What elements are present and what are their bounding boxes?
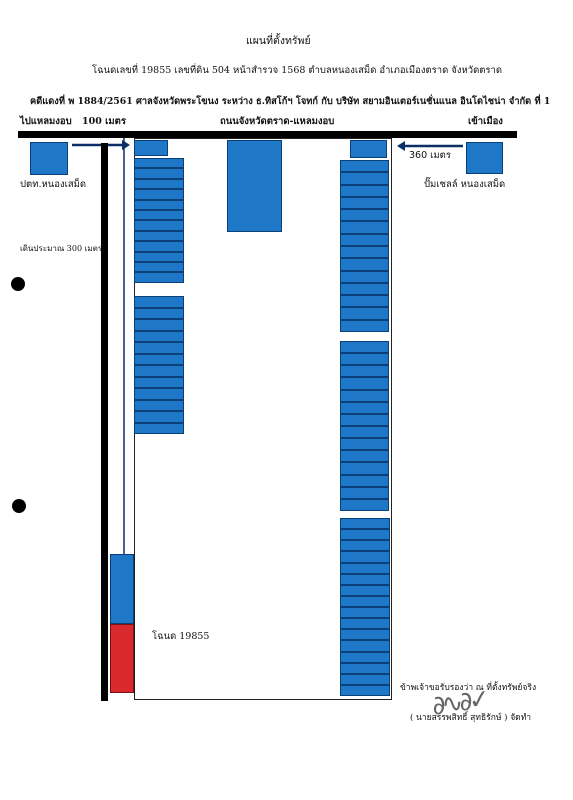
- unit-building: [340, 282, 389, 296]
- deed-plot-label: โฉนด 19855: [152, 631, 210, 642]
- unit-building: [340, 618, 390, 630]
- left-landmark-label: ปตท.หนองเสม็ด: [20, 179, 87, 190]
- right-distance-label: 360 เมตร: [409, 150, 451, 161]
- unit-building: [340, 196, 389, 210]
- unit-building: [340, 258, 389, 271]
- unit-building: [134, 353, 184, 365]
- unit-building: [340, 562, 390, 574]
- unit-building: [134, 342, 184, 354]
- unit-building: [340, 389, 389, 402]
- left-distance-label: 100 เมตร: [82, 116, 126, 127]
- unit-building: [340, 673, 390, 685]
- front-block-right: [350, 140, 387, 158]
- unit-building: [134, 376, 184, 388]
- unit-column-right-lower: [340, 518, 390, 696]
- unit-building: [340, 172, 389, 185]
- unit-building: [340, 595, 390, 607]
- unit-column-right-upper: [340, 160, 389, 332]
- unit-building: [340, 353, 389, 366]
- unit-building: [134, 220, 184, 231]
- unit-building: [340, 540, 390, 552]
- front-block-center: [227, 140, 282, 232]
- unit-building: [134, 241, 184, 252]
- left-direction-label: ไปแหลมงอบ: [20, 116, 72, 127]
- unit-building: [340, 221, 389, 234]
- unit-column-left-upper: [134, 158, 184, 283]
- unit-building: [134, 262, 184, 273]
- subject-plot-upper: [110, 554, 134, 624]
- deed-line: โฉนดเลขที่ 19855 เลขที่ดิน 504 หน้าสำรวจ…: [92, 65, 503, 76]
- unit-building: [340, 662, 390, 674]
- unit-building: [340, 160, 389, 173]
- unit-building: [134, 399, 184, 411]
- unit-building: [340, 607, 390, 619]
- unit-building: [134, 330, 184, 342]
- unit-building: [134, 422, 184, 434]
- unit-building: [340, 401, 389, 414]
- unit-building: [134, 158, 184, 169]
- page-title: แผนที่ตั้งทรัพย์: [246, 35, 311, 47]
- left-landmark-block: [30, 142, 68, 175]
- unit-building: [340, 518, 390, 530]
- right-landmark-label: ปั๊มเชลล์ หนองเสม็ด: [424, 179, 506, 190]
- subject-plot-deed-19855: [110, 624, 134, 693]
- unit-building: [340, 629, 390, 641]
- right-landmark-block: [466, 142, 503, 174]
- unit-building: [134, 411, 184, 423]
- unit-building: [340, 640, 390, 652]
- unit-building: [134, 272, 184, 283]
- unit-building: [134, 199, 184, 211]
- main-road: [18, 131, 517, 138]
- unit-building: [340, 413, 389, 426]
- unit-building: [340, 319, 389, 332]
- unit-building: [340, 245, 389, 259]
- front-block-left: [134, 140, 168, 156]
- unit-building: [134, 296, 184, 308]
- unit-building: [340, 184, 389, 197]
- unit-building: [340, 474, 389, 487]
- unit-building: [340, 529, 390, 541]
- unit-building: [340, 498, 389, 511]
- unit-building: [134, 319, 184, 331]
- unit-building: [340, 270, 389, 283]
- preparer-text: ( นายสรรพสิทธิ์ สุทธิรักษ์ ) จัดทำ: [410, 713, 532, 723]
- unit-building: [340, 462, 389, 475]
- unit-building: [340, 684, 390, 696]
- unit-building: [340, 377, 389, 390]
- unit-building: [134, 168, 184, 179]
- arrow-right-icon: [397, 141, 463, 151]
- unit-building: [340, 307, 389, 320]
- unit-building: [340, 651, 390, 663]
- unit-building: [340, 425, 389, 439]
- unit-building: [340, 341, 389, 354]
- unit-building: [340, 551, 390, 563]
- unit-building: [340, 438, 389, 451]
- road-name-label: ถนนจังหวัดตราด-แหลมงอบ: [220, 116, 335, 127]
- unit-building: [340, 450, 389, 463]
- unit-building: [340, 486, 389, 499]
- punch-hole-bottom: [12, 499, 26, 513]
- unit-building: [134, 251, 184, 263]
- unit-building: [340, 233, 389, 246]
- unit-building: [134, 365, 184, 377]
- unit-building: [134, 230, 184, 242]
- unit-column-right-middle: [340, 341, 389, 511]
- unit-building: [340, 295, 389, 308]
- certification-text: ข้าพเจ้าขอรับรองว่า ณ ที่ตั้งทรัพย์จริง: [400, 683, 537, 693]
- right-direction-label: เข้าเมือง: [468, 116, 503, 127]
- unit-building: [340, 365, 389, 378]
- unit-building: [134, 178, 184, 190]
- unit-building: [340, 584, 390, 596]
- unit-building: [134, 189, 184, 200]
- access-road: [101, 143, 108, 701]
- unit-building: [134, 388, 184, 400]
- walk-distance-note: เดินประมาณ 300 เมตร: [20, 244, 103, 253]
- unit-building: [134, 307, 184, 319]
- unit-building: [340, 573, 390, 585]
- case-line: คดีแดงที่ พ 1884/2561 ศาลจังหวัดพระโขนง …: [30, 96, 551, 107]
- punch-hole-top: [11, 277, 25, 291]
- unit-column-left-lower: [134, 296, 184, 434]
- unit-building: [340, 209, 389, 222]
- unit-building: [134, 210, 184, 221]
